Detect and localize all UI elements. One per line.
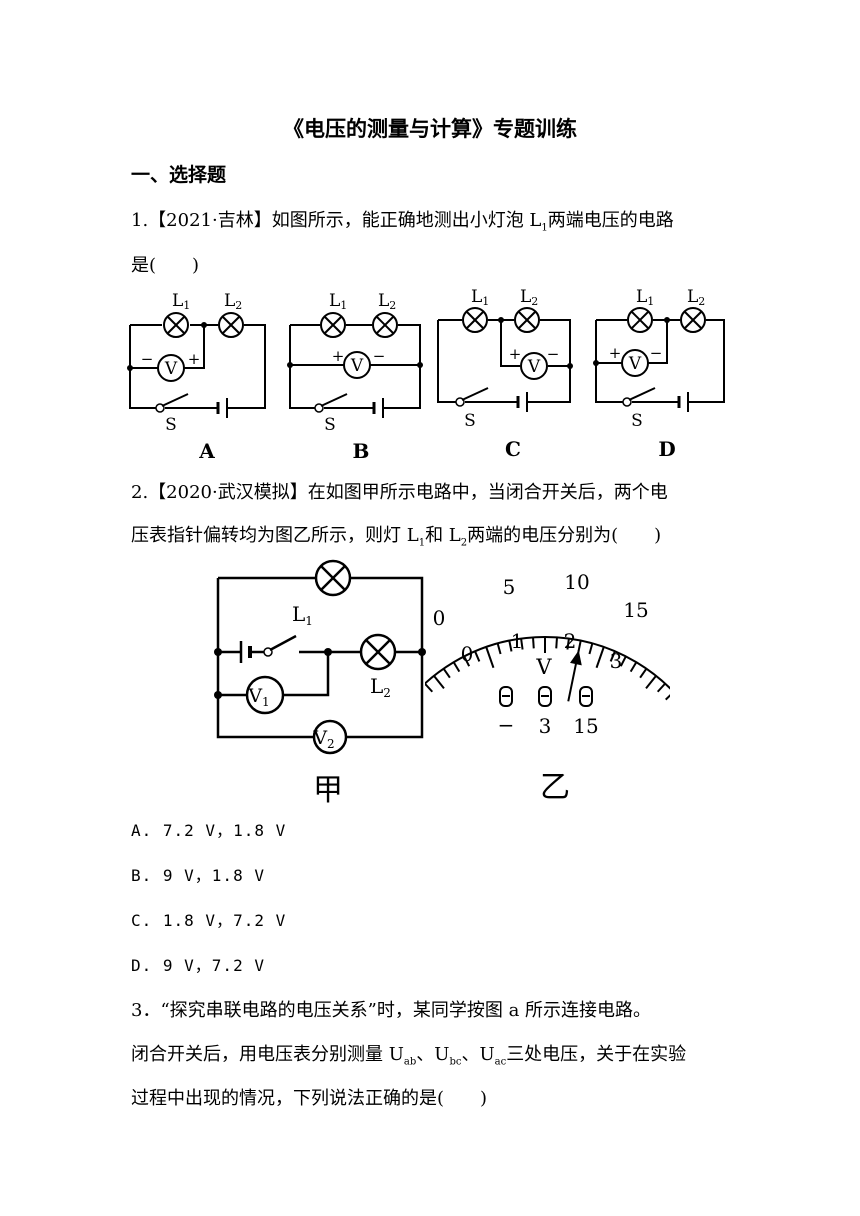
terminal-15-icon: [579, 686, 593, 707]
q2-circuit-jia: V1 V2 L1 L2 甲: [214, 559, 426, 805]
dial-tick: [595, 646, 605, 669]
b-plus: +: [332, 347, 345, 365]
dial-tick: [629, 661, 638, 673]
q3-stem-line3: 过程中出现的情况，下列说法正确的是( ): [131, 1088, 488, 1109]
dial-tick: [433, 675, 445, 689]
option-a-label: A: [198, 439, 215, 463]
dial-tick: [588, 643, 594, 655]
a-l1-label: L1: [172, 291, 190, 312]
c-voltmeter-label: V: [527, 357, 541, 377]
c-minus: −: [547, 345, 560, 363]
b-l1-label: L1: [329, 291, 347, 312]
q2-stem-line2: 压表指针偏转均为图乙所示，则灯 L1和 L2两端的电压分别为( ): [131, 525, 662, 549]
dial-tick: [520, 638, 524, 650]
dial-tick: [496, 643, 502, 655]
dial-tick: [656, 682, 666, 693]
dial-needle: [567, 650, 582, 702]
dial-tick: [639, 668, 648, 679]
circuit-b: V + − L1 L2 S: [287, 291, 423, 435]
dial-tick: [532, 637, 535, 649]
b-minus: −: [373, 347, 386, 365]
a-plus: +: [188, 350, 201, 368]
option-d-label: D: [658, 437, 675, 461]
terminal-minus-icon: [499, 686, 513, 707]
dial-tick: [609, 650, 616, 662]
inner-tick-3: 3: [610, 649, 623, 673]
d-switch-label: S: [631, 411, 643, 431]
q2-choice-b[interactable]: B. 9 V，1.8 V: [131, 866, 265, 885]
yi-caption: 乙: [540, 770, 570, 805]
dial-tick: [619, 655, 627, 667]
terminal-3-label: 3: [539, 714, 552, 738]
b-switch-label: S: [324, 415, 336, 435]
needle-arrow-icon: [570, 650, 582, 666]
q2-choice-c[interactable]: C. 1.8 V，7.2 V: [131, 911, 287, 930]
q3-stem-line1: 3．“探究串联电路的电压关系”时，某同学按图 a 所示连接电路。: [131, 1000, 652, 1021]
terminal-15-label: 15: [573, 714, 598, 738]
q3-stem-line2: 闭合开关后，用电压表分别测量 Uab、Ubc、Uac三处电压，关于在实验: [131, 1044, 687, 1068]
terminal-minus-label: −: [498, 713, 515, 737]
a-voltmeter-label: V: [164, 359, 178, 379]
q2-choice-a[interactable]: A. 7.2 V，1.8 V: [131, 821, 287, 840]
c-l1-label: L1: [471, 287, 489, 308]
circuit-c: V + − L1 L2 S: [437, 287, 573, 431]
d-voltmeter-label: V: [628, 354, 642, 374]
d-minus: −: [650, 344, 663, 362]
jia-l1-label: L1: [292, 602, 313, 628]
dial-tick: [508, 640, 513, 652]
a-minus: −: [141, 350, 154, 368]
dial-tick: [442, 668, 451, 679]
q1-stem-line1: 1.【2021·吉林】如图所示，能正确地测出小灯泡 L1两端电压的电路: [131, 210, 674, 234]
d-l2-label: L2: [687, 287, 705, 308]
circuit-d: V + − L1 L2 S: [593, 287, 725, 431]
a-l2-label: L2: [224, 291, 242, 312]
c-plus: +: [509, 345, 522, 363]
dial-tick: [645, 675, 657, 689]
c-l2-label: L2: [520, 287, 538, 308]
inner-tick-0: 0: [461, 642, 474, 666]
outer-tick-5: 5: [503, 575, 516, 599]
dial-tick: [485, 646, 495, 669]
q1-circuit-figures: V − + L1 L2 S V + − L1 L2 S: [127, 287, 725, 463]
b-l2-label: L2: [378, 291, 396, 312]
jia-l2-label: L2: [370, 674, 391, 700]
dial-scale: [425, 636, 670, 701]
c-switch-label: S: [464, 411, 476, 431]
d-l1-label: L1: [636, 287, 654, 308]
dial-tick: [474, 650, 481, 662]
b-voltmeter-label: V: [350, 356, 364, 376]
q2-stem-line1: 2.【2020·武汉模拟】在如图甲所示电路中，当闭合开关后，两个电: [131, 482, 668, 503]
option-c-label: C: [505, 437, 521, 461]
q2-voltmeter-dial: 0 5 10 15 0 1 2 3 V − 3 15 乙: [425, 570, 670, 805]
dial-arc-line: [425, 636, 670, 690]
dial-tick: [425, 682, 434, 693]
jia-caption: 甲: [313, 773, 343, 805]
page-title: 《电压的测量与计算》专题训练: [283, 117, 577, 141]
outer-tick-10: 10: [564, 570, 589, 594]
terminal-3-icon: [538, 686, 552, 707]
dial-tick: [463, 655, 471, 667]
meter-unit: V: [535, 655, 552, 679]
d-plus: +: [609, 344, 622, 362]
dial-tick: [555, 637, 558, 649]
q1-stem-line2: 是( ): [131, 255, 200, 276]
inner-tick-1: 1: [511, 629, 524, 653]
dial-tick: [577, 640, 582, 652]
option-b-label: B: [353, 439, 370, 463]
inner-tick-2: 2: [564, 629, 577, 653]
dial-tick: [665, 694, 670, 701]
circuit-a: V − + L1 L2 S: [127, 291, 266, 435]
dial-tick: [452, 661, 461, 673]
a-switch-label: S: [165, 415, 177, 435]
q2-choice-d[interactable]: D. 9 V，7.2 V: [131, 956, 265, 975]
outer-tick-15: 15: [623, 598, 648, 622]
outer-tick-0: 0: [433, 606, 446, 630]
section-heading: 一、选择题: [131, 164, 227, 186]
dial-tick: [566, 638, 570, 650]
